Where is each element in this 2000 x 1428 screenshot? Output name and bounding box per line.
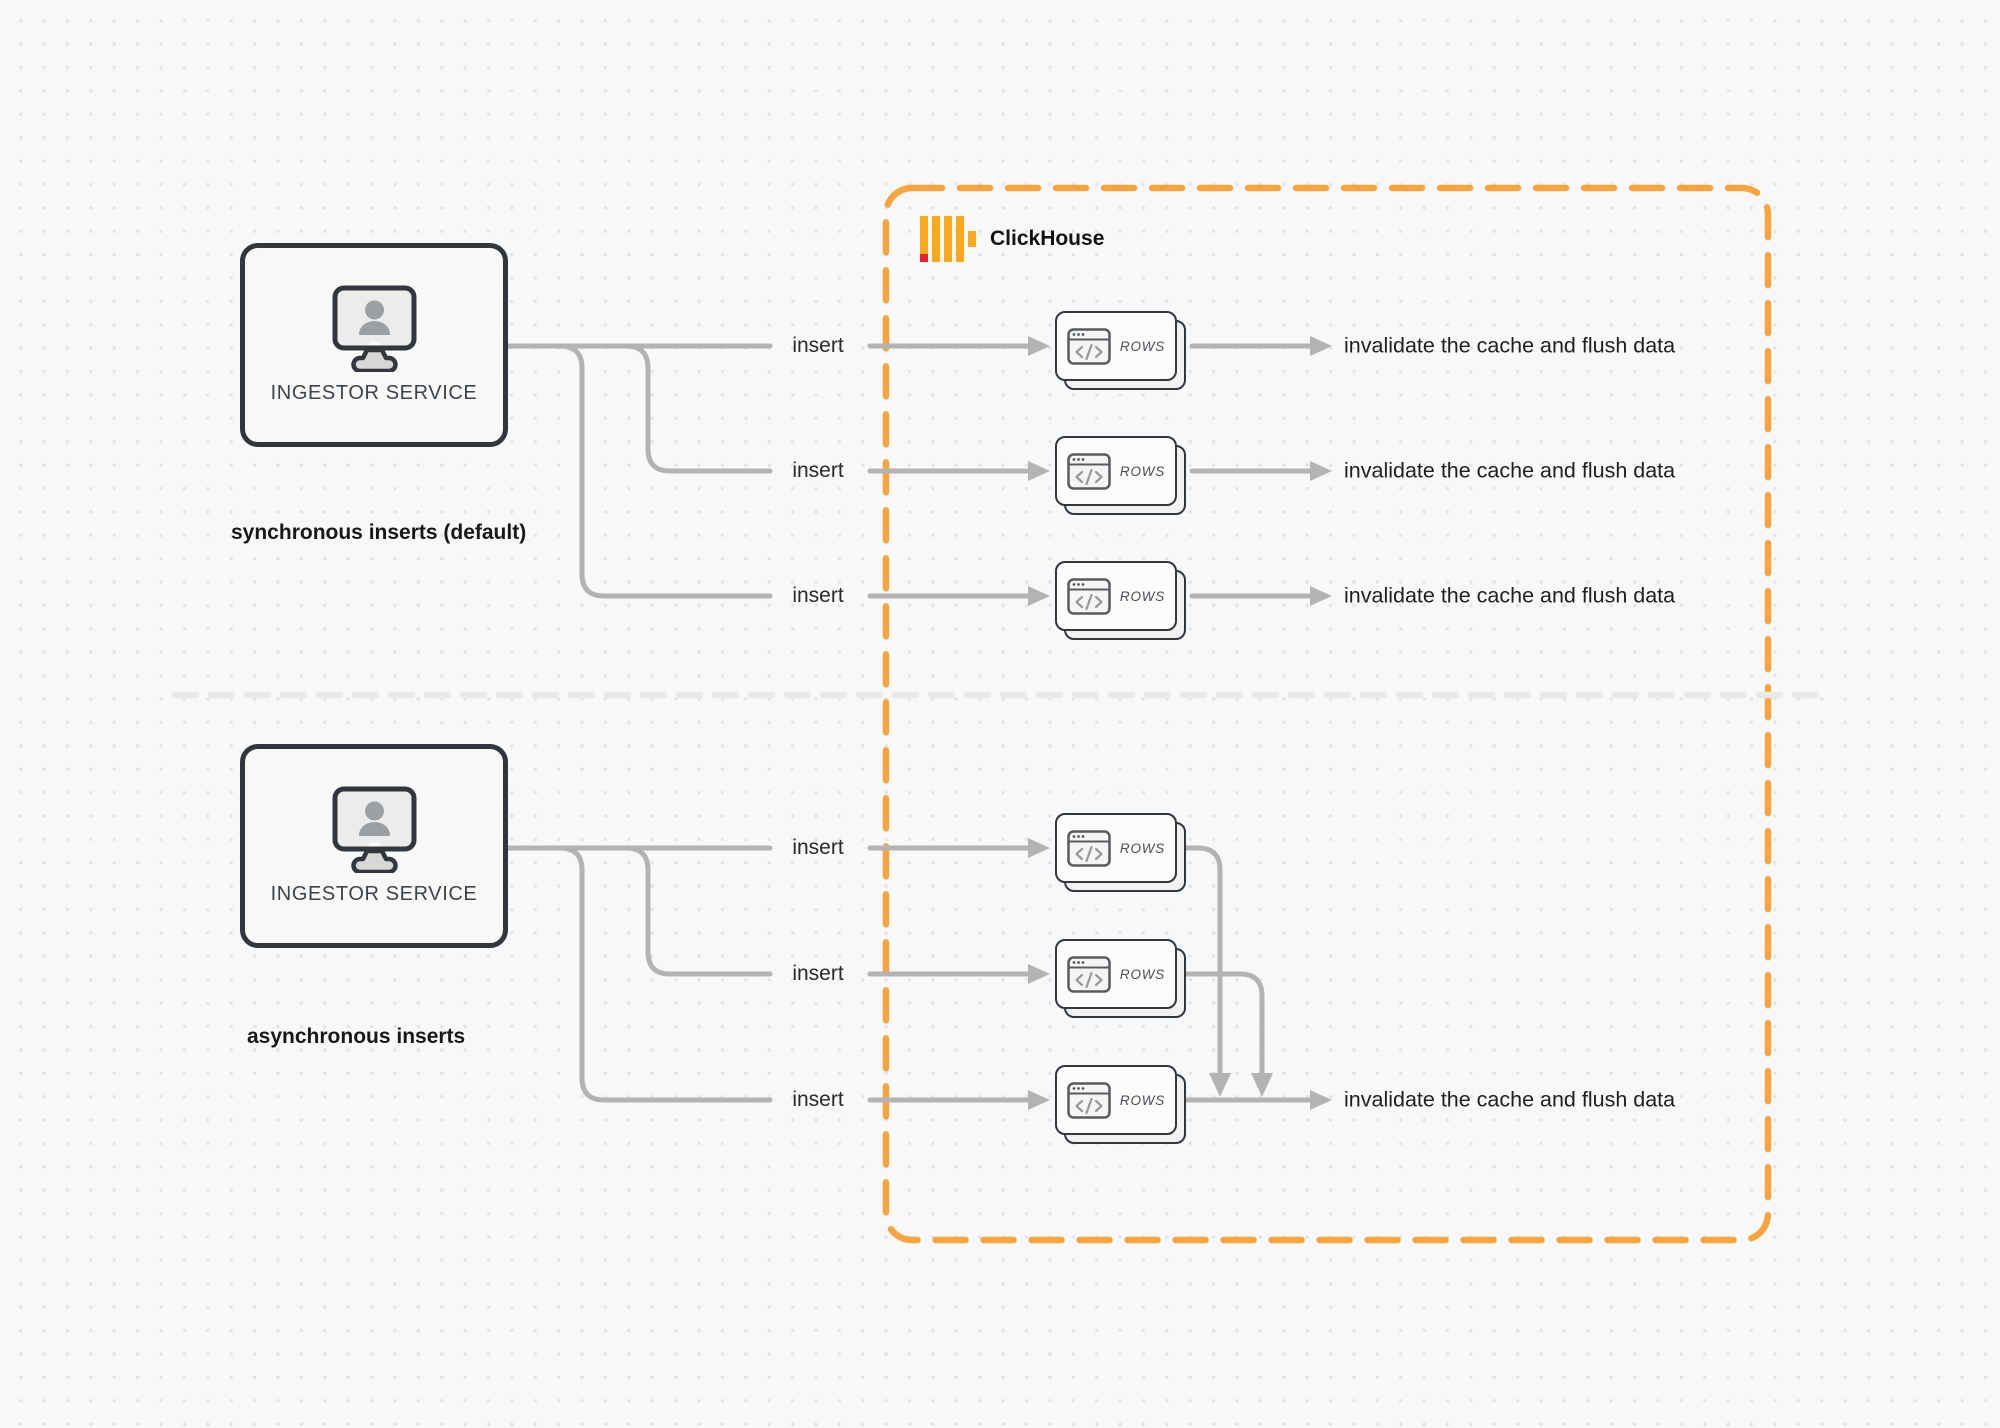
code-window-icon [1067, 577, 1111, 615]
rows-card: ROWS [1055, 1065, 1186, 1144]
rows-card-label: ROWS [1119, 1092, 1166, 1108]
arrowhead [1310, 336, 1332, 356]
rows-card-label: ROWS [1119, 463, 1166, 479]
rows-card-front: ROWS [1055, 311, 1177, 381]
connector [1183, 971, 1265, 1076]
rows-card-front: ROWS [1055, 1065, 1177, 1135]
rows-card: ROWS [1055, 561, 1186, 640]
arrowhead [1028, 586, 1050, 606]
result-label: invalidate the cache and flush data [1344, 583, 1676, 608]
code-window-icon [1067, 452, 1111, 490]
arrowhead [1028, 964, 1050, 984]
insert-label: insert [792, 459, 844, 482]
arrowhead [1028, 838, 1050, 858]
connector [557, 343, 773, 599]
insert-label: insert [792, 836, 844, 859]
clickhouse-logo: ClickHouse [920, 216, 1104, 262]
monitor-user-icon [332, 285, 416, 372]
arrowhead-down [1209, 1073, 1231, 1097]
connector [557, 845, 773, 1103]
arrowhead-down [1251, 1073, 1273, 1097]
insert-label: insert [792, 334, 844, 357]
rows-card-label: ROWS [1119, 840, 1166, 856]
code-window-icon [1067, 327, 1111, 365]
rows-card-label: ROWS [1119, 966, 1166, 982]
arrowhead [1310, 461, 1332, 481]
section-caption-sync: synchronous inserts (default) [231, 521, 527, 544]
rows-card-label: ROWS [1119, 588, 1166, 604]
arrowhead [1028, 336, 1050, 356]
connector [1183, 845, 1223, 1076]
connector [623, 343, 773, 474]
rows-card-front: ROWS [1055, 813, 1177, 883]
ingestor-service-label: INGESTOR SERVICE [270, 883, 478, 905]
arrowhead [1310, 1090, 1332, 1110]
result-label: invalidate the cache and flush data [1344, 1087, 1676, 1112]
sync-wires [505, 336, 1332, 606]
clickhouse-title: ClickHouse [990, 227, 1105, 250]
rows-card: ROWS [1055, 813, 1186, 892]
rows-card: ROWS [1055, 436, 1186, 515]
code-window-icon [1067, 1081, 1111, 1119]
insert-label: insert [792, 584, 844, 607]
code-window-icon [1067, 955, 1111, 993]
result-label: invalidate the cache and flush data [1344, 458, 1676, 483]
ingestor-service-box-async: INGESTOR SERVICE [240, 744, 508, 948]
arrowhead [1028, 461, 1050, 481]
monitor-user-icon [332, 786, 416, 873]
rows-card: ROWS [1055, 311, 1186, 390]
result-label: invalidate the cache and flush data [1344, 333, 1676, 358]
insert-label: insert [792, 1088, 844, 1111]
rows-card-label: ROWS [1119, 338, 1166, 354]
arrowhead [1028, 1090, 1050, 1110]
code-window-icon [1067, 829, 1111, 867]
rows-card: ROWS [1055, 939, 1186, 1018]
arrowhead [1310, 586, 1332, 606]
rows-card-front: ROWS [1055, 939, 1177, 1009]
async-wires [505, 838, 1332, 1110]
ingestor-service-box-sync: INGESTOR SERVICE [240, 243, 508, 447]
connector [623, 845, 773, 977]
rows-card-front: ROWS [1055, 436, 1177, 506]
section-caption-async: asynchronous inserts [247, 1025, 466, 1048]
insert-label: insert [792, 962, 844, 985]
rows-card-front: ROWS [1055, 561, 1177, 631]
ingestor-service-label: INGESTOR SERVICE [270, 382, 478, 404]
clickhouse-boundary [882, 184, 1772, 1244]
clickhouse-bars-icon [920, 216, 976, 262]
